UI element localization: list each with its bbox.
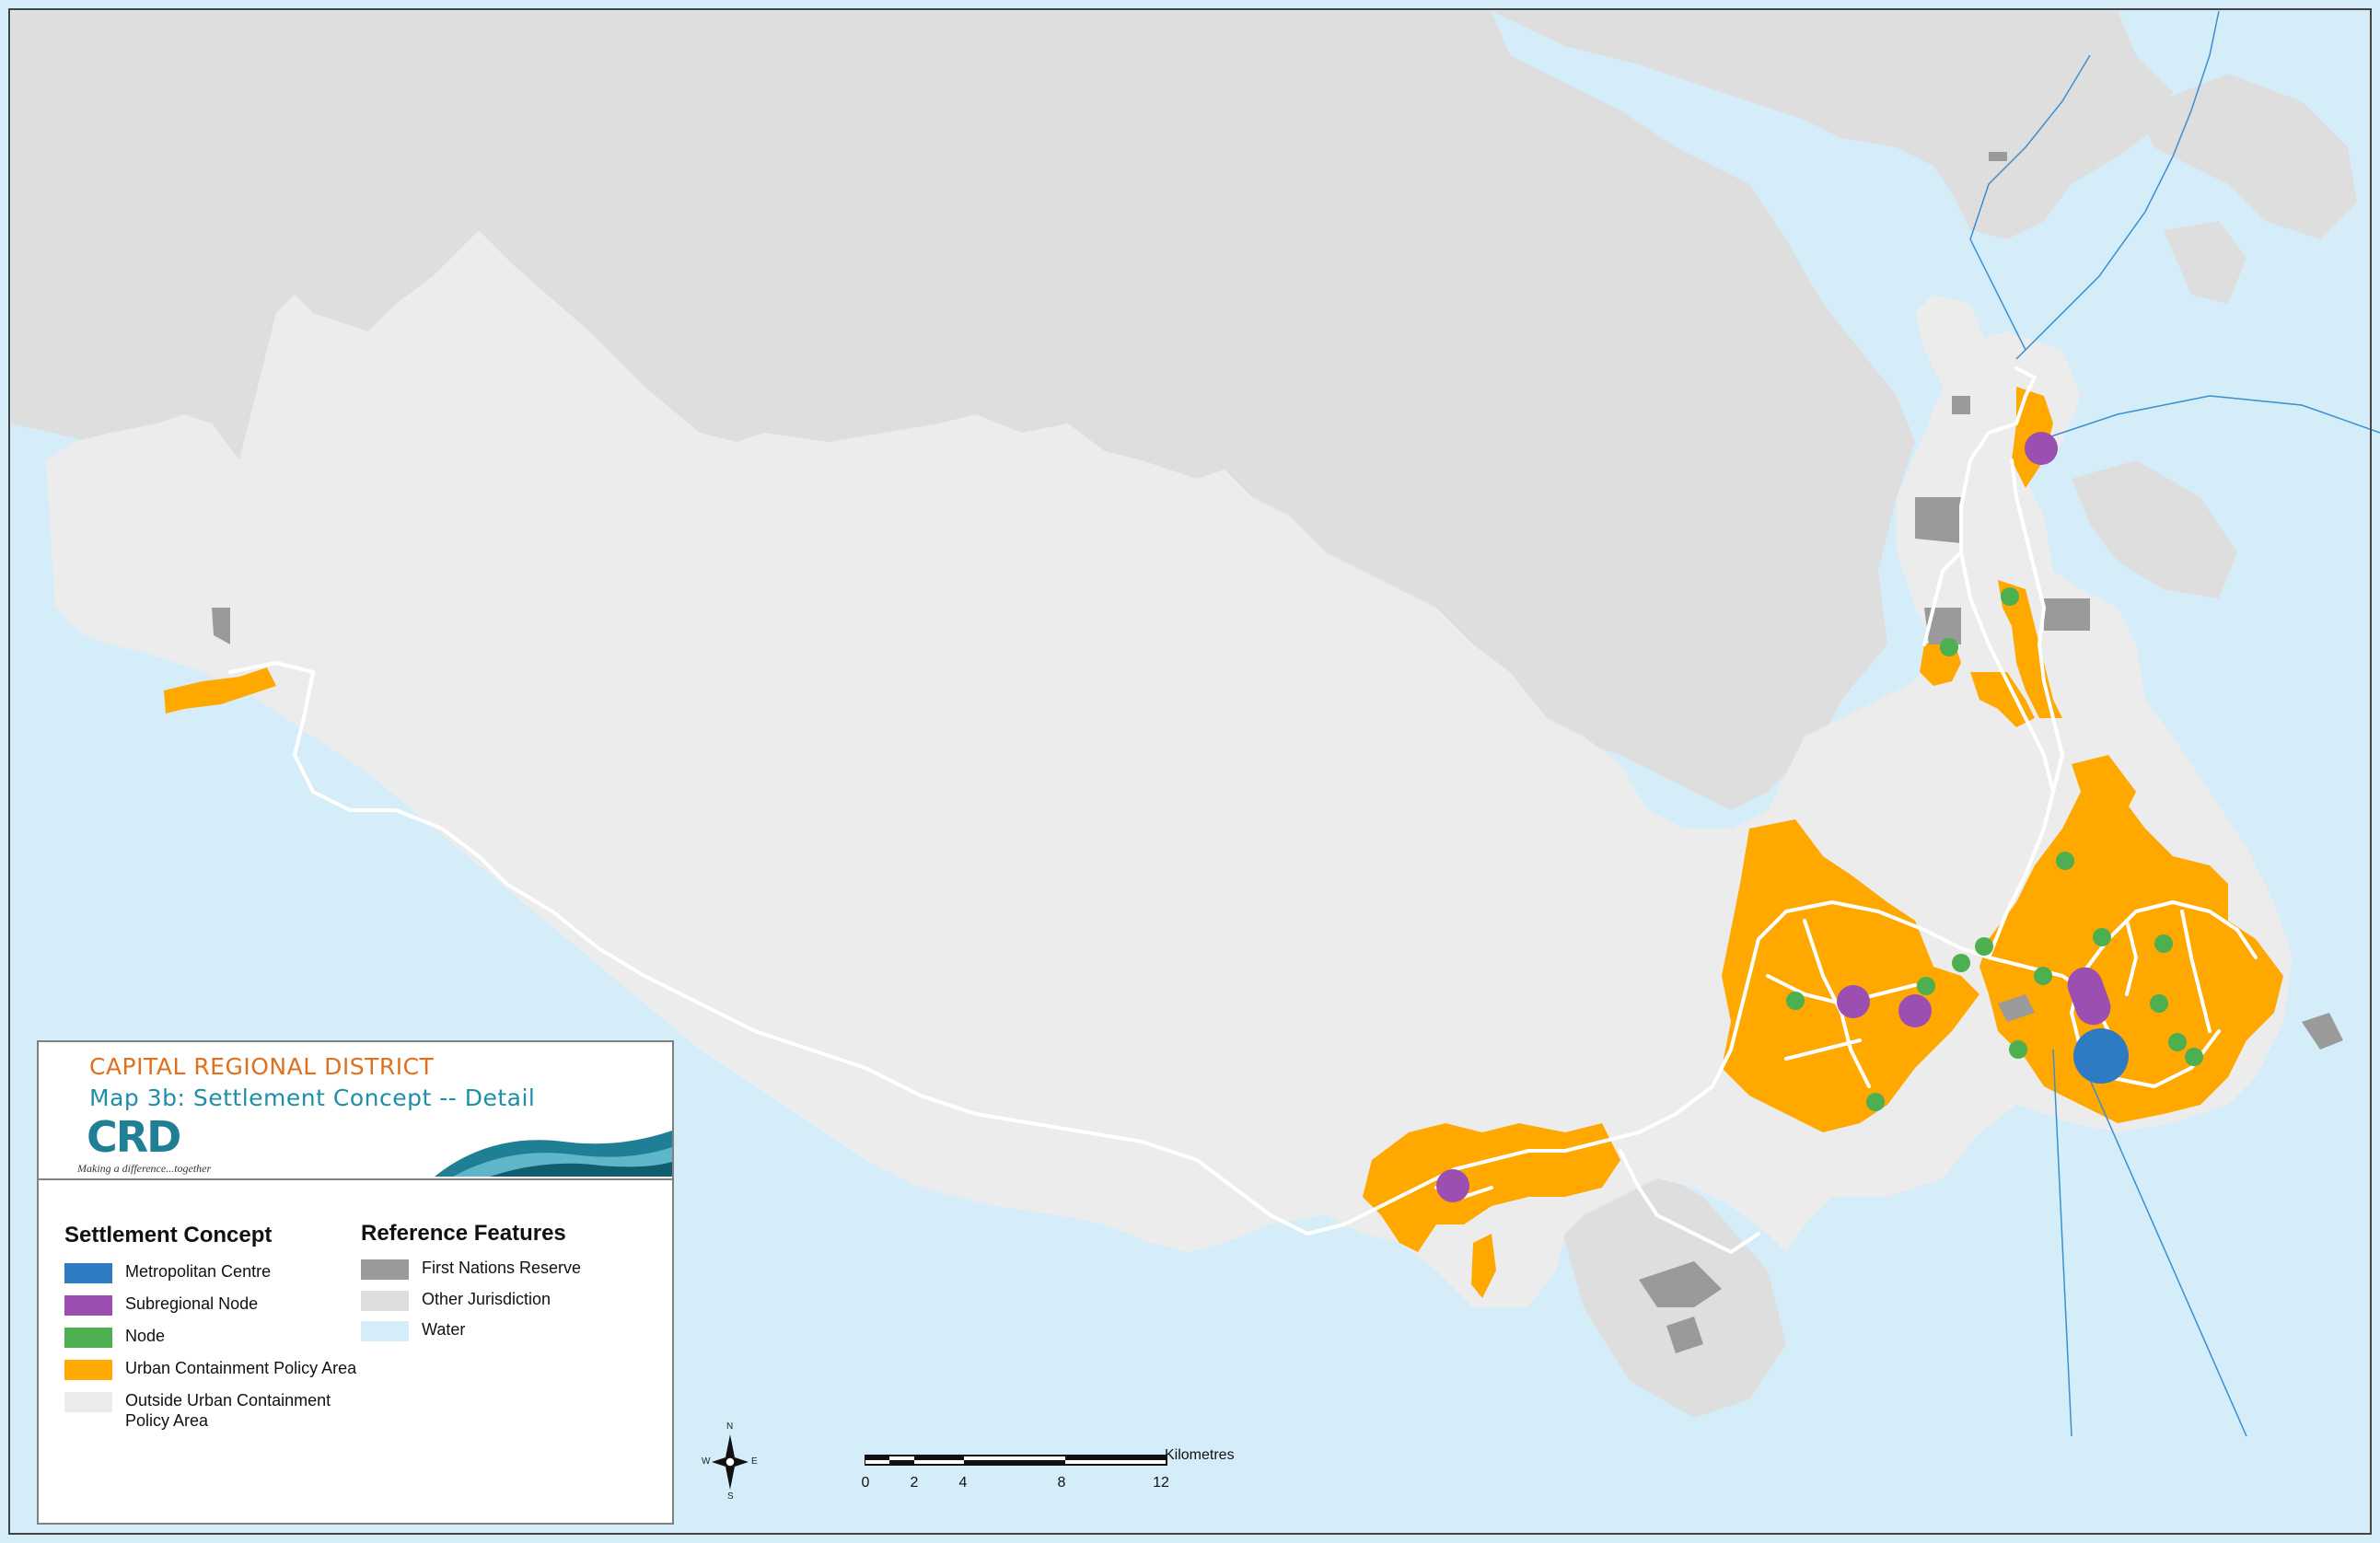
ucpa-royal-oak xyxy=(2072,755,2136,829)
map-subtitle: Map 3b: Settlement Concept -- Detail xyxy=(89,1085,536,1111)
node-marker[interactable] xyxy=(1786,992,1805,1010)
scale-units: Kilometres xyxy=(1165,1447,1235,1463)
legend-label: Water xyxy=(422,1320,466,1339)
legend-swatch xyxy=(64,1263,112,1283)
legend-label: Other Jurisdiction xyxy=(422,1290,551,1308)
legend-label: First Nations Reserve xyxy=(422,1259,582,1277)
other-jurisdiction-area xyxy=(1492,11,2173,239)
scale-bar: Kilometres 0 2 4 8 12 xyxy=(861,1447,1266,1502)
node-marker[interactable] xyxy=(2154,934,2173,953)
ucpa-jordan-river xyxy=(164,667,276,713)
ucpa-west-shore xyxy=(1722,819,1979,1132)
metropolitan-centre-marker[interactable] xyxy=(2073,1028,2129,1084)
compass-west: W xyxy=(702,1456,711,1467)
subregional-node-marker[interactable] xyxy=(2062,962,2116,1029)
node-marker[interactable] xyxy=(2150,994,2168,1013)
legend-item-outside-ucpa: Outside Urban Containment Policy Area xyxy=(64,1390,377,1431)
crd-logo: CRD xyxy=(87,1112,181,1162)
legend-item-metropolitan-centre: Metropolitan Centre xyxy=(64,1261,271,1283)
compass-rose: N S E W xyxy=(702,1421,758,1502)
other-jurisdiction-area xyxy=(2136,74,2357,239)
node-marker[interactable] xyxy=(2056,852,2074,870)
node-marker[interactable] xyxy=(2034,967,2052,985)
legend-label: Metropolitan Centre xyxy=(125,1262,272,1281)
compass-east: E xyxy=(751,1456,758,1467)
settlement-concept-heading: Settlement Concept xyxy=(64,1223,273,1247)
scale-tick: 2 xyxy=(910,1475,919,1491)
map-title: CAPITAL REGIONAL DISTRICT xyxy=(89,1053,435,1080)
legend-panel: CAPITAL REGIONAL DISTRICT Map 3b: Settle… xyxy=(37,1040,674,1525)
compass-north: N xyxy=(726,1421,734,1432)
node-marker[interactable] xyxy=(1866,1093,1885,1111)
first-nations-reserves xyxy=(212,152,2343,1353)
legend-label: Subregional Node xyxy=(125,1294,259,1313)
node-marker[interactable] xyxy=(2093,928,2111,946)
ucpa-sooke-south xyxy=(1471,1234,1496,1298)
legend-swatch xyxy=(361,1291,409,1311)
scale-tick: 12 xyxy=(1153,1475,1169,1491)
subregional-node-marker[interactable] xyxy=(1837,985,1870,1018)
scale-tick: 0 xyxy=(861,1475,870,1491)
node-marker[interactable] xyxy=(2168,1033,2187,1051)
subregional-node-marker[interactable] xyxy=(1898,994,1932,1027)
compass-south: S xyxy=(727,1491,734,1502)
node-marker[interactable] xyxy=(2185,1048,2203,1066)
subregional-node-marker[interactable] xyxy=(1436,1169,1469,1202)
scale-tick: 8 xyxy=(1057,1475,1066,1491)
scale-tick: 4 xyxy=(958,1475,968,1491)
legend-label: Outside Urban Containment Policy Area xyxy=(125,1391,331,1430)
node-marker[interactable] xyxy=(1940,638,1958,656)
scale-bar-graphic xyxy=(865,1455,1167,1466)
legend-item-water: Water xyxy=(361,1319,465,1341)
legend-swatch xyxy=(64,1328,112,1348)
legend-swatch xyxy=(361,1321,409,1341)
legend-swatch xyxy=(64,1295,112,1316)
compass-icon xyxy=(712,1434,749,1490)
legend-item-node: Node xyxy=(64,1326,165,1348)
map-border xyxy=(8,8,2372,1535)
ucpa-central-saanich xyxy=(1970,672,2035,727)
subregional-node-marker[interactable] xyxy=(2025,432,2058,465)
node-marker[interactable] xyxy=(2009,1040,2027,1059)
legend-swatch xyxy=(361,1259,409,1280)
wave-graphic xyxy=(435,1131,672,1177)
other-jurisdiction-area xyxy=(2164,221,2246,304)
legend-item-ucpa: Urban Containment Policy Area xyxy=(64,1358,356,1380)
reference-features-heading: Reference Features xyxy=(361,1221,566,1246)
legend-item-subregional-node: Subregional Node xyxy=(64,1294,258,1316)
logo-tagline: Making a difference...together xyxy=(77,1162,212,1175)
legend-item-first-nations-reserve: First Nations Reserve xyxy=(361,1258,581,1280)
legend-label: Node xyxy=(125,1327,166,1345)
legend-swatch xyxy=(64,1392,112,1412)
legend-swatch xyxy=(64,1360,112,1380)
legend-label: Urban Containment Policy Area xyxy=(125,1359,357,1377)
legend-title-block: CAPITAL REGIONAL DISTRICT Map 3b: Settle… xyxy=(39,1042,672,1180)
node-marker[interactable] xyxy=(1975,937,1993,956)
node-marker[interactable] xyxy=(1952,954,1970,972)
other-jurisdiction-area xyxy=(2072,460,2237,598)
node-marker[interactable] xyxy=(2001,587,2019,606)
ucpa-regions xyxy=(164,387,2283,1298)
node-marker[interactable] xyxy=(1917,977,1935,995)
settlement-markers[interactable] xyxy=(1436,432,2203,1202)
ferry-routes xyxy=(1969,10,2380,1437)
legend-item-other-jurisdiction: Other Jurisdiction xyxy=(361,1289,551,1311)
